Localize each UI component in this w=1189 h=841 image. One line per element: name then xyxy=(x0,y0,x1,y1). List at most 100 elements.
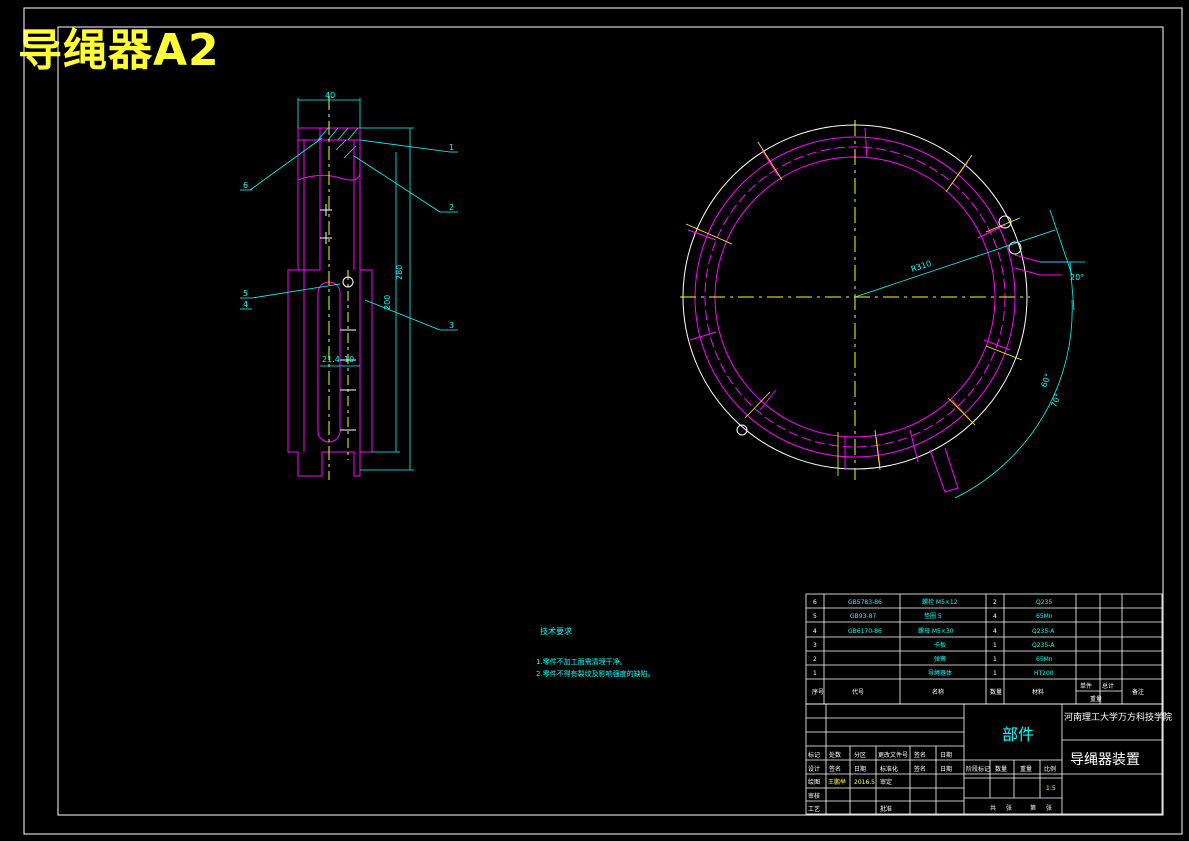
school-name: 河南理工大学万方科技学院 xyxy=(1064,711,1172,723)
inner-frame xyxy=(57,26,1164,816)
svg-text:Q235-A: Q235-A xyxy=(1032,642,1055,649)
svg-text:绘图: 绘图 xyxy=(808,778,820,786)
svg-text:导绳器体: 导绳器体 xyxy=(928,669,952,677)
svg-text:6: 6 xyxy=(813,599,817,606)
svg-text:总计: 总计 xyxy=(1102,682,1114,690)
svg-text:1: 1 xyxy=(993,670,997,677)
dim-small-a: 21.4 xyxy=(322,355,340,364)
svg-text:设计: 设计 xyxy=(808,765,820,773)
dim-height: 280 xyxy=(395,265,404,280)
dim-angle-b: 60° xyxy=(1039,372,1052,388)
svg-text:卡板: 卡板 xyxy=(934,641,946,649)
svg-text:更改文件号: 更改文件号 xyxy=(878,751,908,759)
dim-small-b: 10 xyxy=(344,355,354,364)
tech-heading: 技术要求 xyxy=(540,626,572,636)
svg-text:日期: 日期 xyxy=(940,765,952,773)
svg-text:签名: 签名 xyxy=(829,765,841,773)
svg-text:标记: 标记 xyxy=(808,751,820,759)
svg-text:阶段标记: 阶段标记 xyxy=(966,765,990,773)
svg-text:2016.5: 2016.5 xyxy=(854,779,875,786)
svg-text:65Mn: 65Mn xyxy=(1036,613,1053,620)
side-view xyxy=(240,96,458,480)
svg-text:审定: 审定 xyxy=(880,778,892,786)
svg-text:GB6170-86: GB6170-86 xyxy=(848,628,882,635)
bom-header: 序号 代号 名称 数量 材料 单件 总计 重量 备注 xyxy=(812,682,1144,703)
svg-text:1: 1 xyxy=(993,642,997,649)
svg-text:日期: 日期 xyxy=(940,751,952,759)
bom-row: 3 卡板 1 Q235-A xyxy=(813,641,1055,649)
balloon-6: 6 xyxy=(243,181,248,190)
balloon-3: 3 xyxy=(449,321,454,330)
side-view-labels: 40 280 200 21.4 10 6 1 2 3 5 4 xyxy=(243,91,454,364)
balloon-1: 1 xyxy=(449,143,454,152)
svg-text:签名: 签名 xyxy=(914,751,926,759)
drawing-name: 导绳器装置 xyxy=(1070,752,1140,768)
title-block xyxy=(805,703,1163,815)
svg-text:材料: 材料 xyxy=(1032,688,1044,696)
title-block-text: 部件 河南理工大学万方科技学院 导绳器装置 标记 处数 分区 更改文件号 签名 … xyxy=(808,711,1172,813)
svg-text:备注: 备注 xyxy=(1132,688,1144,696)
svg-text:GB5783-86: GB5783-86 xyxy=(848,599,882,606)
bom-row: 6 GB5783-86 螺栓 M5×12 2 Q235 xyxy=(813,598,1052,606)
outer-frame xyxy=(23,7,1183,835)
tech-note-1: 1.零件不加工面需清理干净。 xyxy=(536,657,627,666)
balloon-2: 2 xyxy=(449,203,454,212)
svg-text:审核: 审核 xyxy=(808,792,820,800)
svg-text:张: 张 xyxy=(1006,804,1012,812)
svg-text:数量: 数量 xyxy=(990,688,1002,696)
svg-text:3: 3 xyxy=(813,642,817,649)
dim-width-top: 40 xyxy=(325,91,335,100)
bom-row: 1 导绳器体 1 HT200 xyxy=(813,669,1054,677)
svg-text:Q235-A: Q235-A xyxy=(1032,628,1055,635)
svg-text:第: 第 xyxy=(1030,804,1036,812)
svg-text:重量: 重量 xyxy=(1090,695,1102,703)
bom-rows: 6 GB5783-86 螺栓 M5×12 2 Q235 5 GB93-87 垫圈… xyxy=(812,598,1144,703)
tech-notes: 技术要求 1.零件不加工面需清理干净。 2.零件不得有裂纹及影响强度的缺陷。 xyxy=(536,626,655,678)
svg-text:1:5: 1:5 xyxy=(1046,785,1056,792)
bom-row: 4 GB6170-86 螺母 M5×30 4 Q235-A xyxy=(813,627,1055,635)
svg-text:名称: 名称 xyxy=(932,688,944,696)
svg-text:螺栓 M5×12: 螺栓 M5×12 xyxy=(922,598,958,606)
svg-text:4: 4 xyxy=(993,628,997,635)
svg-text:5: 5 xyxy=(813,613,817,620)
dim-angle-a: 20° xyxy=(1070,273,1084,282)
svg-text:2: 2 xyxy=(993,599,997,606)
bom-table xyxy=(805,593,1163,705)
svg-text:日期: 日期 xyxy=(854,765,866,773)
svg-text:数量: 数量 xyxy=(995,765,1007,773)
bom-row: 2 弹簧 1 65Mn xyxy=(813,655,1053,663)
svg-text:批准: 批准 xyxy=(880,805,892,813)
svg-text:序号: 序号 xyxy=(812,688,824,696)
svg-text:GB93-87: GB93-87 xyxy=(850,613,876,620)
svg-text:1: 1 xyxy=(993,656,997,663)
dim-radius: R310 xyxy=(910,259,933,274)
svg-text:处数: 处数 xyxy=(829,751,841,759)
svg-text:王鹏举: 王鹏举 xyxy=(828,778,846,786)
svg-text:张: 张 xyxy=(1046,804,1052,812)
svg-text:HT200: HT200 xyxy=(1034,670,1054,677)
svg-text:工艺: 工艺 xyxy=(808,805,820,813)
svg-text:1: 1 xyxy=(813,670,817,677)
svg-text:4: 4 xyxy=(813,628,817,635)
bom-row: 5 GB93-87 垫圈 5 4 65Mn xyxy=(813,612,1053,620)
svg-text:签名: 签名 xyxy=(914,765,926,773)
svg-text:共: 共 xyxy=(990,804,996,812)
svg-text:分区: 分区 xyxy=(854,751,866,759)
svg-text:标准化: 标准化 xyxy=(880,765,898,773)
svg-text:65Mn: 65Mn xyxy=(1036,656,1053,663)
svg-text:螺母 M5×30: 螺母 M5×30 xyxy=(918,627,954,635)
dim-angle-c: 70° xyxy=(1049,392,1062,408)
sheet-title: 导绳器A2 xyxy=(18,25,220,76)
ring-view xyxy=(680,120,1085,499)
svg-text:比例: 比例 xyxy=(1044,765,1056,773)
svg-text:2: 2 xyxy=(813,656,817,663)
svg-text:单件: 单件 xyxy=(1080,682,1092,690)
svg-text:弹簧: 弹簧 xyxy=(934,655,946,663)
balloon-4: 4 xyxy=(243,300,248,309)
svg-text:垫圈 5: 垫圈 5 xyxy=(924,612,942,620)
dim-inner: 200 xyxy=(383,295,392,310)
svg-text:Q235: Q235 xyxy=(1036,599,1052,606)
svg-text:4: 4 xyxy=(993,613,997,620)
svg-text:重量: 重量 xyxy=(1020,765,1032,773)
